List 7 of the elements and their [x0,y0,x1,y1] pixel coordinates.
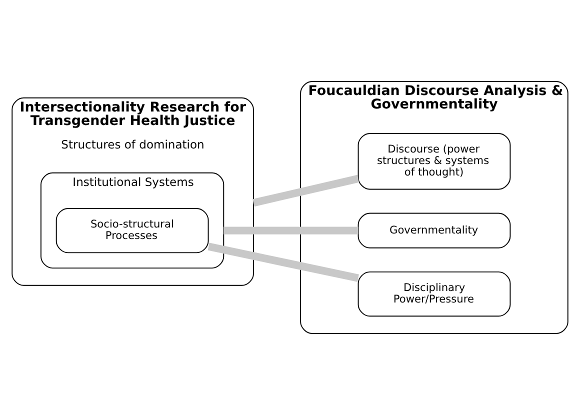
connector [208,242,359,282]
node-box: Disciplinary Power/Pressure [358,270,511,316]
node-box: Socio-structural Processes [56,207,209,253]
connector [224,226,358,234]
connector [252,174,360,206]
node-box: Governmentality [358,212,511,248]
node-box: Discourse (power structures & systems of thought) [358,132,511,190]
